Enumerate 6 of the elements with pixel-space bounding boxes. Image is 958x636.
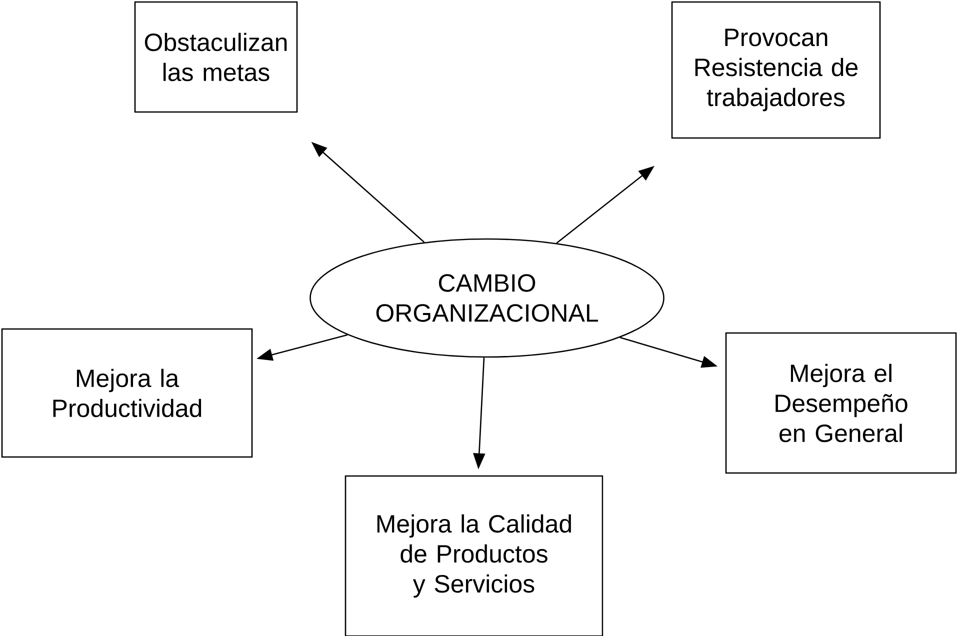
- process-box: Obstaculizan las metas: [134, 1, 298, 113]
- process-box: Mejora el Desempeño en General: [725, 332, 957, 474]
- process-box: Mejora la Calidad de Productos y Servicios: [344, 475, 604, 636]
- oval-node: CAMBIO ORGANIZACIONAL: [310, 238, 664, 358]
- process-box: Mejora la Productividad: [1, 328, 253, 458]
- process-box: Provocan Resistencia de trabajadores: [671, 1, 881, 139]
